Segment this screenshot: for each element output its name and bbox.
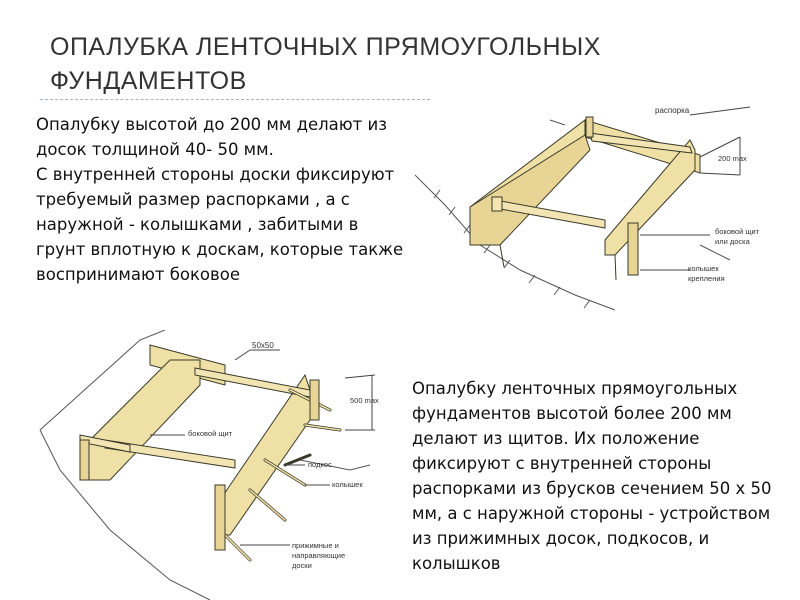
label-boards-3: доски [292,561,312,570]
text-top-p2: С внутренней стороны доски фиксируют тре… [36,165,404,284]
formwork-board-diagram: распорка 200 max боковой щит или доска к… [414,106,760,311]
label-shield-1: боковой щит [715,227,760,236]
panel-spacers [79,367,311,469]
label-height-500: 500 max [350,396,379,405]
label-raspor: распорка [655,106,690,115]
label-panel-shield: боковой щит [188,429,233,438]
label-height-200: 200 max [718,154,747,163]
text-block-bottom: Опалубку ленточных прямоугольных фундаме… [412,376,787,600]
formwork-panel-diagram: 50х50 500 max боковой щит подкос колышек… [39,330,379,600]
label-peg-2: крепления [688,274,725,283]
slide-title: ОПАЛУБКА ЛЕНТОЧНЫХ ПРЯМОУГОЛЬНЫХ ФУНДАМЕ… [50,33,601,95]
label-boards-2: направляющие [292,551,345,560]
label-boards-1: прижимные и [292,541,339,550]
label-peg-1: колышек [688,264,719,273]
label-strut: подкос [308,460,332,469]
title-divider [40,99,430,100]
right-panel [219,373,311,536]
text-block-top: Опалубку высотой до 200 мм делают из дос… [36,112,406,287]
label-peg: колышек [332,480,363,489]
vertical-boards [79,379,320,551]
ground-lines [39,330,371,600]
pegs [499,116,639,281]
label-shield-2: или доска [715,237,751,246]
spacers [491,132,693,229]
text-bottom-p1: Опалубку ленточных прямоугольных фундаме… [412,379,772,573]
label-50x50: 50х50 [252,341,274,350]
text-top-p1: Опалубку высотой до 200 мм делают из дос… [36,115,388,159]
